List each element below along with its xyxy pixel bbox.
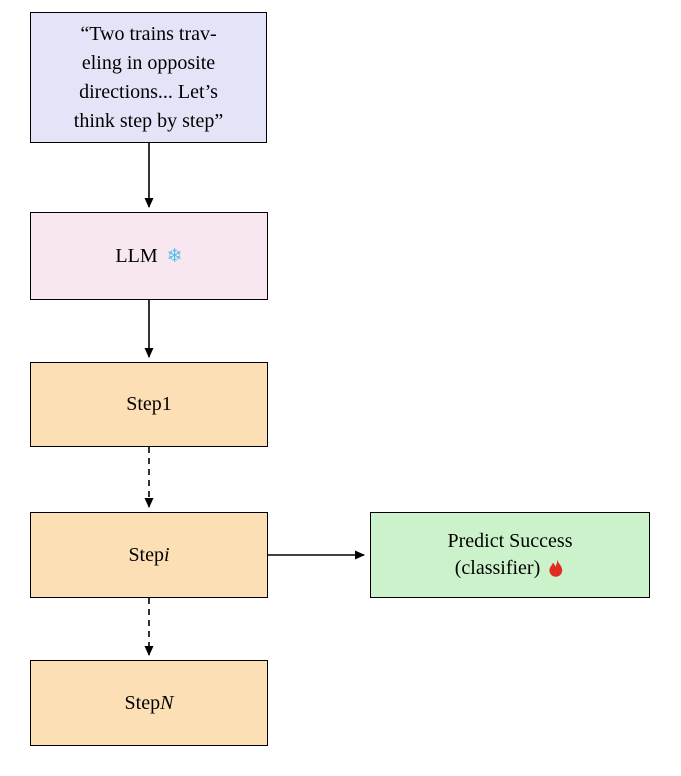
classifier-label: (classifier): [454, 557, 541, 579]
step-var: i: [164, 543, 170, 566]
step-var: N: [160, 691, 174, 714]
predict-line2: (classifier): [455, 555, 566, 582]
predict-line1: Predict Success: [447, 530, 573, 552]
step-label: Step: [128, 543, 164, 566]
step-i-box: Step i: [30, 512, 268, 598]
predict-success-box: Predict Success (classifier): [370, 512, 650, 598]
llm-label: LLM: [115, 244, 158, 267]
step-1-box: Step 1: [30, 362, 268, 447]
llm-box: LLM ❄: [30, 212, 268, 300]
step-n-box: Step N: [30, 660, 268, 746]
step-label: Step: [126, 393, 162, 415]
prompt-line: eling in opposite: [81, 51, 216, 74]
prompt-line: “Two trains trav-: [80, 22, 217, 45]
snowflake-icon: ❄: [166, 245, 183, 267]
step-var: 1: [161, 393, 172, 415]
prompt-line: think step by step”: [73, 109, 224, 132]
prompt-box: “Two trains trav- eling in opposite dire…: [30, 12, 267, 143]
flame-icon: [549, 559, 563, 577]
step-label: Step: [124, 691, 161, 714]
prompt-line: directions... Let’s: [79, 80, 218, 103]
